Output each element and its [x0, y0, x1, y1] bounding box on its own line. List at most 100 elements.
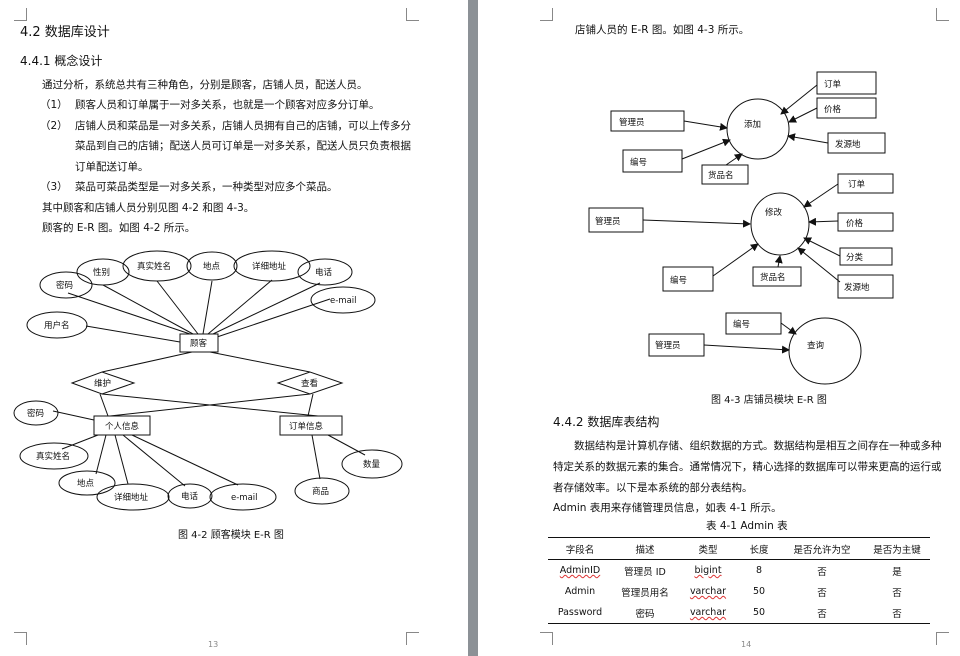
er-attr-phone: 电话	[181, 491, 199, 502]
paragraph: 顾客的 E-R 图。如图 4-2 所示。	[42, 222, 196, 234]
table-cell: varchar	[689, 607, 727, 618]
list-number: （1）	[40, 99, 68, 111]
er-attr-price: 价格	[824, 104, 842, 115]
crop-mark	[14, 8, 27, 21]
admin-table: 字段名 描述 类型 长度 是否允许为空 是否为主键 AdminID 管理员 ID…	[548, 537, 930, 624]
er-attr-price: 价格	[846, 218, 864, 229]
paragraph: 通过分析，系统总共有三种角色，分别是顾客，店铺人员，配送人员。	[42, 79, 368, 91]
er-attr-email: e-mail	[330, 296, 357, 306]
shop-staff-er-diagram: 订单 价格 管理员 添加 发源地 编号 货品名 订单 管理员 修改 价格 分类 …	[588, 71, 894, 385]
er-attr-email: e-mail	[231, 493, 258, 503]
customer-er-diagram: 性别 真实姓名 地点 详细地址 电话 密码 e-mail 用户名 顾客 维护 查…	[13, 250, 403, 511]
paragraph: 数据结构是计算机存储、组织数据的方式。数据结构是相互之间存在一种或多种	[574, 440, 942, 452]
paragraph: Admin 表用来存储管理员信息，如表 4-1 所示。	[553, 502, 782, 514]
er-attr-goods: 商品	[312, 486, 329, 497]
er-attr-category: 分类	[846, 252, 864, 263]
table-cell: AdminID	[559, 565, 601, 576]
section-title: 4.2 数据库设计	[20, 25, 110, 40]
er-entity-personal: 个人信息	[105, 421, 140, 432]
table-cell: 否	[817, 608, 827, 620]
right-page: 店铺人员的 E-R 图。如图 4-3 所示。	[478, 0, 960, 656]
er-attr-order: 订单	[848, 179, 866, 190]
table-cell: Admin	[564, 586, 596, 597]
crop-mark	[406, 8, 419, 21]
er-relation-maintain: 维护	[94, 378, 111, 389]
er-attr-gender: 性别	[93, 267, 110, 278]
table-cell: 是	[892, 566, 902, 578]
er-attr-password: 密码	[27, 408, 44, 419]
er-action-query: 查询	[807, 340, 824, 351]
list-item: 订单配送订单。	[75, 161, 149, 173]
table-header: 字段名	[565, 544, 595, 556]
crop-mark	[14, 632, 27, 645]
er-entity-manager: 管理员	[595, 216, 621, 227]
er-entity-manager: 管理员	[655, 340, 681, 351]
list-number: （2）	[40, 120, 68, 132]
table-header: 描述	[635, 544, 655, 556]
table-cell: 密码	[635, 608, 655, 620]
figure-caption: 图 4-2 顾客模块 E-R 图	[178, 530, 284, 541]
list-item: 店铺人员和菜品是一对多关系，店铺人员拥有自己的店铺，可以上传多分	[75, 120, 411, 132]
page-number: 14	[741, 640, 752, 649]
er-attr-address: 详细地址	[114, 492, 149, 503]
crop-mark	[540, 8, 553, 21]
paragraph: 特定关系的数据元素的集合。通常情况下，精心选择的数据库可以带来更高的运行或	[553, 461, 942, 473]
table-header: 长度	[749, 544, 769, 556]
table-cell: 50	[752, 607, 766, 618]
paragraph: 店铺人员的 E-R 图。如图 4-3 所示。	[575, 24, 750, 36]
er-attr-password: 密码	[56, 280, 73, 291]
er-attr-goods-name: 货品名	[760, 272, 786, 283]
er-entity-manager: 管理员	[619, 117, 645, 128]
er-entity-customer: 顾客	[190, 338, 208, 349]
paragraph: 其中顾客和店铺人员分别见图 4-2 和图 4-3。	[42, 202, 255, 214]
subsection-title: 4.4.1 概念设计	[20, 54, 103, 68]
table-header: 是否为主键	[873, 544, 921, 556]
table-row: Admin 管理员用名 varchar 50 否 否	[548, 581, 930, 602]
er-action-add: 添加	[744, 119, 761, 130]
er-attr-id: 编号	[670, 275, 687, 286]
er-relation-view: 查看	[301, 378, 318, 389]
table-cell: 否	[817, 587, 827, 599]
er-attr-place: 地点	[203, 261, 221, 272]
list-item: 顾客人员和订单属于一对多关系，也就是一个顾客对应多分订单。	[75, 99, 380, 111]
er-entity-order-info: 订单信息	[289, 421, 324, 432]
er-attr-realname: 真实姓名	[137, 261, 171, 272]
table-cell: 管理员用名	[621, 587, 669, 599]
table-cell: 管理员 ID	[624, 566, 666, 578]
er-attr-goods-name: 货品名	[708, 170, 734, 181]
table-header-row: 字段名 描述 类型 长度 是否允许为空 是否为主键	[548, 537, 930, 560]
list-number: （3）	[40, 181, 68, 193]
table-header: 类型	[698, 544, 718, 556]
er-attr-origin: 发源地	[844, 282, 870, 293]
table-header: 是否允许为空	[793, 544, 851, 556]
table-cell: 8	[755, 565, 763, 576]
table-title: 表 4-1 Admin 表	[706, 520, 788, 532]
table-cell: varchar	[689, 586, 727, 597]
page-gap	[468, 0, 478, 656]
list-item: 菜品可菜品类型是一对多关系，一种类型对应多个菜品。	[75, 181, 338, 193]
table-cell: Password	[557, 607, 603, 618]
er-attr-realname: 真实姓名	[36, 451, 70, 462]
table-row: AdminID 管理员 ID bigint 8 否 是	[548, 560, 930, 582]
table-cell: 否	[892, 608, 902, 620]
er-action-modify: 修改	[765, 207, 783, 218]
er-attr-place: 地点	[77, 478, 95, 489]
crop-mark	[540, 632, 553, 645]
table-cell: 否	[892, 587, 902, 599]
er-attr-phone: 电话	[315, 267, 333, 278]
table-row: Password 密码 varchar 50 否 否	[548, 602, 930, 624]
left-page: 4.2 数据库设计 4.4.1 概念设计 通过分析，系统总共有三种角色，分别是顾…	[0, 0, 468, 656]
er-attr-id: 编号	[630, 157, 647, 168]
list-item: 菜品到自己的店铺；配送人员可订单是一对多关系，配送人员只负责根据	[75, 140, 411, 152]
crop-mark	[406, 632, 419, 645]
paragraph: 者存储效率。以下是本系统的部分表结构。	[553, 482, 753, 494]
crop-mark	[936, 632, 949, 645]
table-cell: 50	[752, 586, 766, 597]
figure-caption: 图 4-3 店铺员模块 E-R 图	[711, 395, 827, 406]
table-cell: 否	[817, 566, 827, 578]
er-attr-origin: 发源地	[835, 139, 861, 150]
er-attr-quantity: 数量	[363, 459, 381, 470]
er-attr-order: 订单	[824, 79, 842, 90]
page-number: 13	[208, 640, 219, 649]
subsection-title: 4.4.2 数据库表结构	[553, 415, 660, 429]
